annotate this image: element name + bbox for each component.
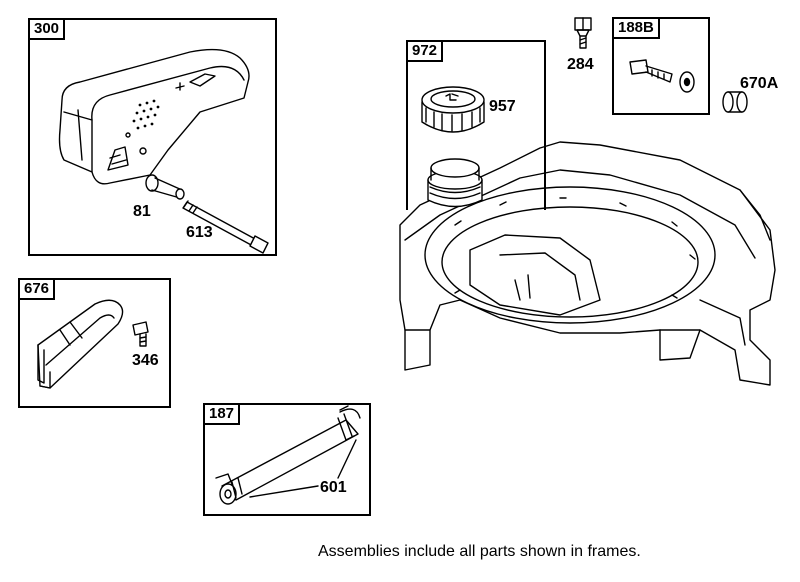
fuel-tank-drawing (399, 141, 776, 386)
callout-670a: 670A (740, 75, 779, 92)
callout-601: 601 (320, 479, 347, 496)
shield-676-drawing (37, 299, 124, 389)
frame-972: 972 (406, 40, 546, 210)
frame-187: 187 (203, 403, 371, 516)
frame-300-label: 300 (28, 18, 66, 40)
assemblies-note: Assemblies include all parts shown in fr… (318, 543, 641, 560)
bushing-670a-drawing (722, 91, 748, 113)
frame-188b: 188B (612, 17, 710, 115)
fuel-cap-drawing (421, 86, 485, 133)
leader-lines (249, 439, 357, 498)
screw-346-drawing (132, 321, 149, 347)
frame-187-label: 187 (203, 403, 241, 425)
frame-300: 300 (28, 18, 277, 256)
callout-613: 613 (186, 224, 213, 241)
bolt-188b-drawing (629, 59, 695, 93)
muffler-drawing (58, 48, 250, 185)
bolt-284-drawing (574, 17, 592, 49)
frame-972-label: 972 (406, 40, 444, 62)
spacer-81-drawing (145, 174, 185, 200)
callout-346: 346 (132, 352, 159, 369)
frame-676-label: 676 (18, 278, 56, 300)
clamp-601-drawing (215, 408, 361, 485)
callout-957: 957 (489, 98, 516, 115)
callout-81: 81 (133, 203, 151, 220)
fuel-line-drawing (219, 405, 359, 505)
bolt-613-drawing (182, 200, 269, 254)
callout-284: 284 (567, 56, 594, 73)
frame-188b-label: 188B (612, 17, 660, 39)
frame-676: 676 (18, 278, 171, 408)
